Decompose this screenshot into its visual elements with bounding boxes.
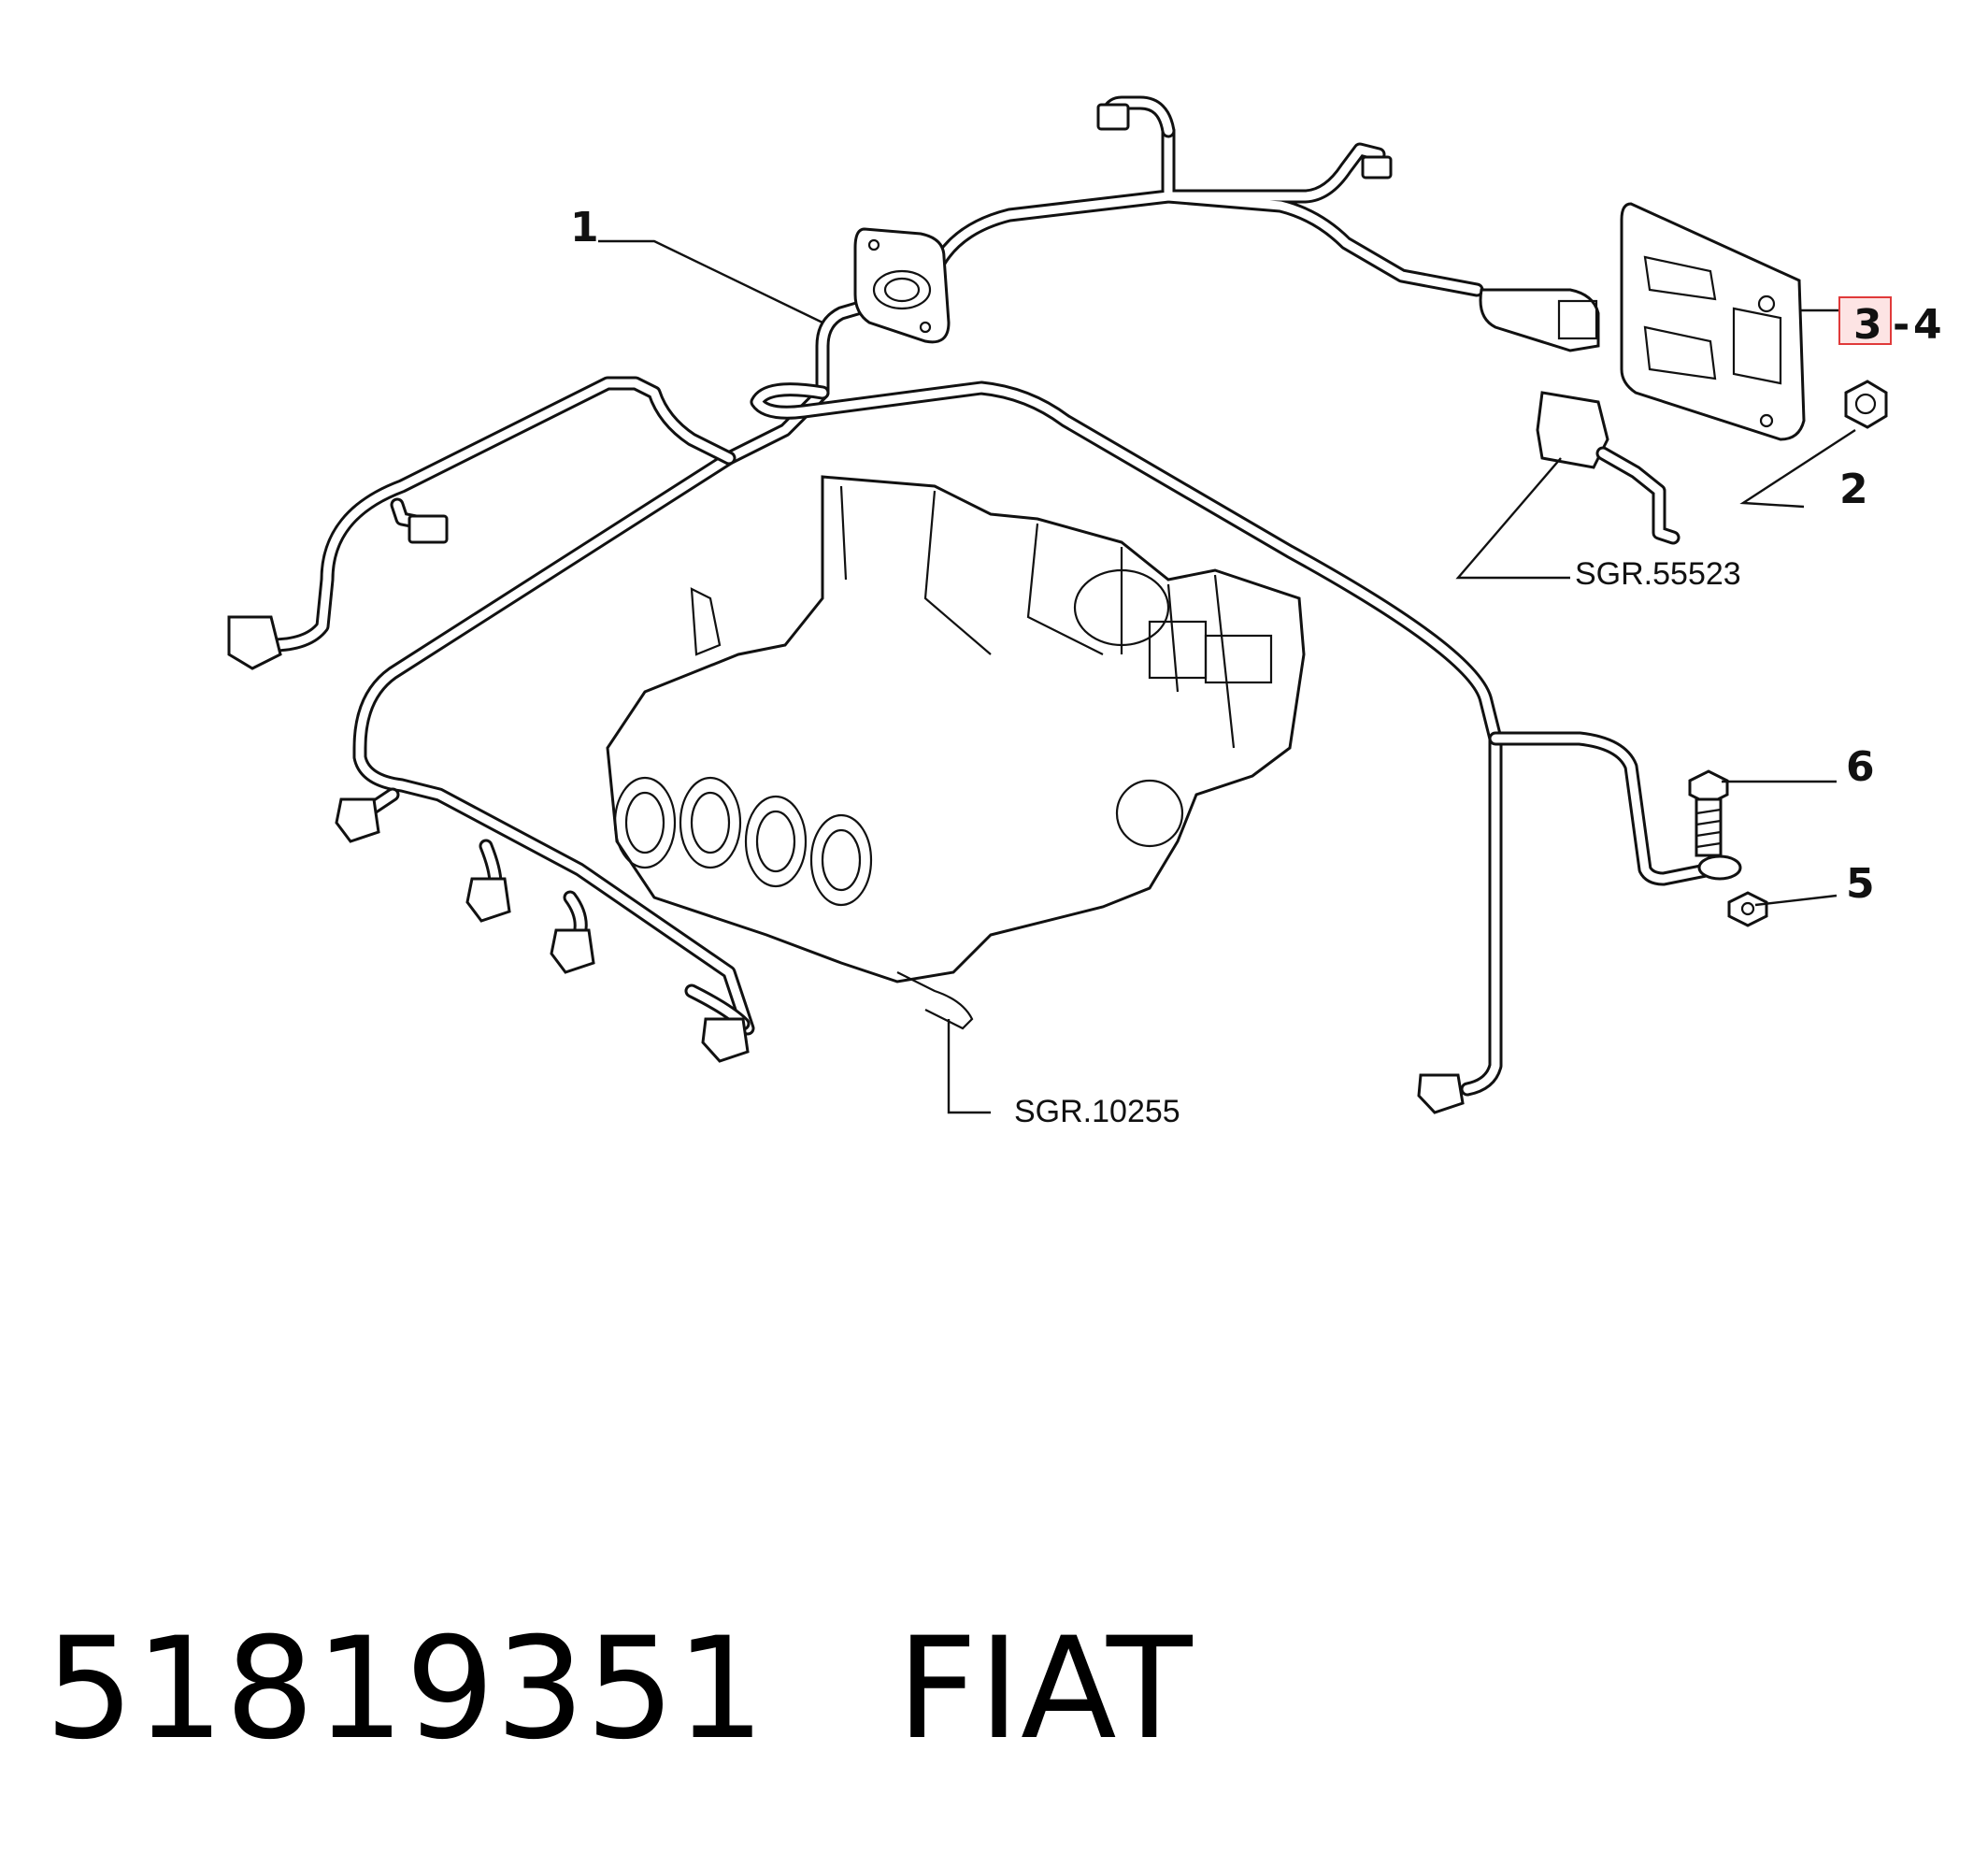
intake-manifold	[606, 475, 1306, 1030]
grommet-plate	[853, 227, 951, 344]
callout-3: 3	[1853, 301, 1882, 349]
callout-5: 5	[1846, 860, 1875, 908]
nut-part-2	[1844, 380, 1888, 429]
reference-sgr-55523: SGR.55523	[1575, 556, 1741, 592]
callout-2: 2	[1839, 466, 1868, 513]
part-number: 51819351	[45, 1608, 766, 1771]
part-footer: 51819351 FIAT	[45, 1608, 1194, 1771]
reference-sgr-10255: SGR.10255	[1014, 1094, 1180, 1129]
control-unit	[1620, 202, 1806, 441]
callout-6: 6	[1846, 743, 1875, 791]
bolt-part-6	[1688, 769, 1729, 857]
harness-connectors	[227, 103, 1742, 1114]
callout-4: 4	[1913, 301, 1942, 349]
brand-name: FIAT	[896, 1608, 1194, 1771]
nut-part-5	[1727, 891, 1768, 927]
callout-3-highlight	[1838, 296, 1892, 345]
callout-1: 1	[570, 204, 599, 251]
leader-lines	[598, 239, 1856, 1114]
pigtail-connector	[1536, 391, 1681, 545]
callout-dash: -	[1893, 301, 1909, 349]
